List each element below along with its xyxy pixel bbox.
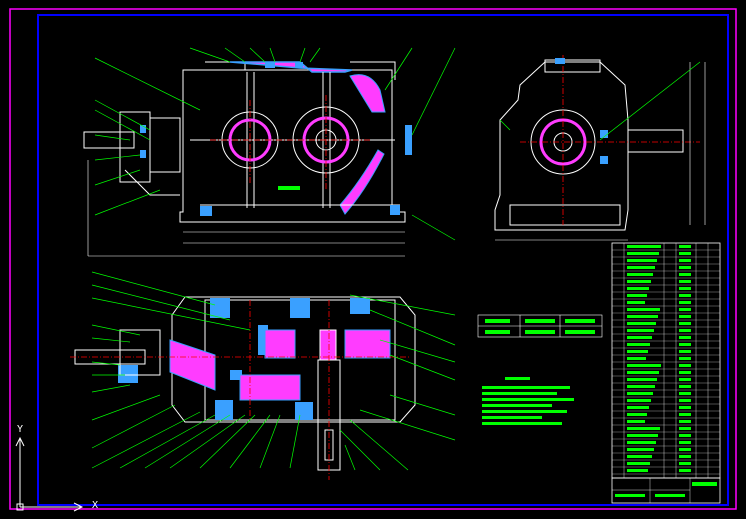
front-view bbox=[83, 61, 412, 257]
top-bevel-gear bbox=[169, 339, 216, 391]
top-view bbox=[70, 296, 416, 480]
technical-requirements-notes bbox=[482, 377, 574, 425]
ucs-x-label: X bbox=[92, 500, 99, 511]
technical-specs-table bbox=[477, 314, 603, 338]
ucs-axis-icon bbox=[15, 436, 84, 512]
front-housing-outline bbox=[179, 69, 406, 223]
outer-sheet-frame bbox=[9, 8, 737, 510]
leader-lines bbox=[91, 47, 701, 471]
title-block bbox=[611, 477, 721, 504]
inner-border-frame bbox=[37, 14, 729, 506]
parts-list-table bbox=[611, 242, 721, 479]
ucs-y-label: Y bbox=[17, 424, 24, 435]
